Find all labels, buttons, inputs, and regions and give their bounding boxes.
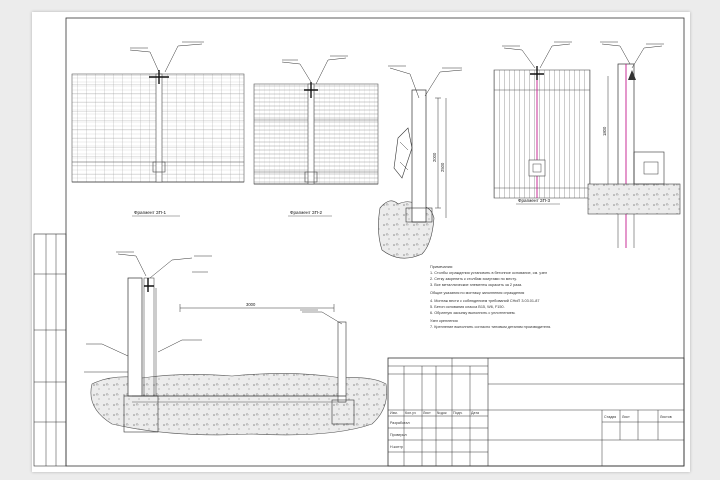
tb-right-header: Лист <box>622 415 630 419</box>
note-line: 4. Монтаж вести с соблюдением требований… <box>430 299 539 303</box>
drawing-sheet: Фрагмент ЗП-1 Фрагмент ЗП-2 2000 <box>32 12 690 472</box>
note-line: Узел крепления <box>430 319 458 323</box>
note-line: Примечания: <box>430 265 453 269</box>
post-section-view: 2000 2500 <box>378 65 463 259</box>
tb-right-header: Стадия <box>604 415 616 419</box>
left-stamp <box>33 233 67 467</box>
note-line: 5. Бетон основания класса В15, W6, F150. <box>430 305 505 309</box>
title-block: Изм. Кол.уч Лист №док Подп. Дата Разрабо… <box>387 357 685 467</box>
tb-right-header: Листов <box>660 415 672 419</box>
span-dim: 3000 <box>246 302 256 307</box>
post-height-dim: 2000 <box>432 152 437 162</box>
tb-col-header: Дата <box>471 411 479 415</box>
note-line: 6. Обратную засыпку выполнить с уплотнен… <box>430 311 516 315</box>
drawing-canvas: Фрагмент ЗП-1 Фрагмент ЗП-2 2000 <box>33 17 685 467</box>
view-4-caption: Фрагмент ЗП-3 <box>518 198 551 203</box>
tb-col-header: №док <box>437 411 447 415</box>
tb-col-header: Изм. <box>390 411 398 415</box>
note-line: 7. Крепление выполнить согласно типовым … <box>430 325 551 329</box>
side-height-dim: 1800 <box>602 126 607 136</box>
tb-row-label: Проверил <box>390 433 407 437</box>
tb-col-header: Лист <box>423 411 431 415</box>
tb-col-header: Подп. <box>453 411 463 415</box>
tb-row-label: Разработал <box>390 421 410 425</box>
note-line: 2. Сетку закрепить к столбам хомутами по… <box>430 277 517 281</box>
view-1-caption: Фрагмент ЗП-1 <box>134 210 167 215</box>
post-side-view: 1800 <box>587 41 681 248</box>
view-2-caption: Фрагмент ЗП-2 <box>290 210 323 215</box>
tb-row-label: Н.контр <box>390 445 403 449</box>
tb-col-header: Кол.уч <box>405 411 416 415</box>
note-line: 3. Все металлические элементы окрасить з… <box>430 283 522 287</box>
general-notes: Примечания: 1. Столбы ограждения установ… <box>430 265 551 329</box>
post-total-dim: 2500 <box>440 162 445 172</box>
fence-elevation-section: 3000 <box>84 251 387 436</box>
note-line: 1. Столбы ограждения установить в бетонн… <box>430 271 547 275</box>
fence-view-1: Фрагмент ЗП-1 <box>71 41 245 217</box>
fence-view-4: Фрагмент ЗП-3 <box>493 41 591 205</box>
fence-view-2: Фрагмент ЗП-2 <box>253 55 379 217</box>
note-line: Общие указания по монтажу заполнения огр… <box>430 291 524 295</box>
